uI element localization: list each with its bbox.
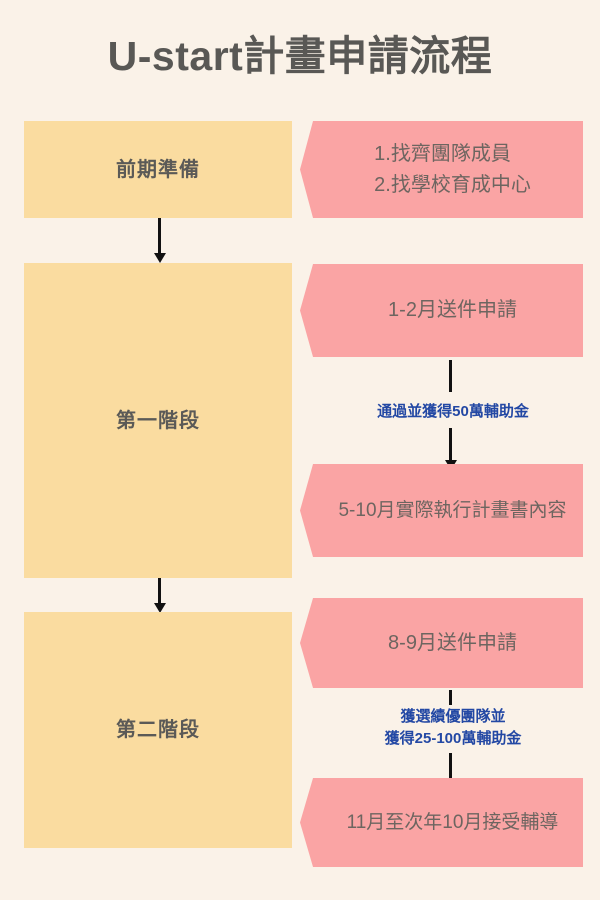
connector-arrow-phase-two-lower bbox=[449, 753, 452, 779]
banner-phase-two-apply-text: 8-9月送件申請 bbox=[388, 631, 517, 654]
banner-phase-two-mentoring-text: 11月至次年10月接受輔導 bbox=[346, 811, 559, 833]
stage-label-phase-one: 第一階段 bbox=[116, 409, 200, 432]
stage-box-phase-two: 第二階段 bbox=[24, 612, 292, 848]
stage-box-preparation: 前期準備 bbox=[24, 121, 292, 218]
banner-phase-one-apply: 1-2月送件申請 bbox=[300, 264, 583, 357]
banner-phase-one-execute: 5-10月實際執行計畫書內容 bbox=[300, 464, 583, 557]
connector-arrow-phase-one-lower bbox=[449, 428, 452, 461]
stage-box-phase-one: 第一階段 bbox=[24, 263, 292, 578]
banner-phase-two-apply: 8-9月送件申請 bbox=[300, 598, 583, 688]
connector-arrow-prep-to-stage1 bbox=[158, 218, 161, 254]
banner-preparation-tasks: 1.找齊團隊成員 2.找學校育成中心 bbox=[300, 121, 583, 218]
banner-preparation-tasks-text: 1.找齊團隊成員 2.找學校育成中心 bbox=[374, 142, 531, 196]
banner-phase-one-execute-text: 5-10月實際執行計畫書內容 bbox=[338, 499, 567, 521]
stage-label-phase-two: 第二階段 bbox=[116, 719, 200, 741]
connector-arrow-stage1-to-stage2 bbox=[158, 578, 161, 604]
note-phase-two-grant: 獲選績優團隊並 獲得25-100萬輔助金 bbox=[304, 705, 600, 751]
page-title: U-start計畫申請流程 bbox=[107, 33, 493, 79]
stage-label-preparation: 前期準備 bbox=[116, 158, 200, 181]
banner-phase-two-mentoring: 11月至次年10月接受輔導 bbox=[300, 778, 583, 867]
connector-line-phase-one-upper bbox=[449, 360, 452, 392]
connector-line-phase-two-upper bbox=[449, 690, 452, 712]
note-phase-one-grant: 通過並獲得50萬輔助金 bbox=[304, 400, 600, 424]
banner-phase-one-apply-text: 1-2月送件申請 bbox=[388, 299, 517, 321]
